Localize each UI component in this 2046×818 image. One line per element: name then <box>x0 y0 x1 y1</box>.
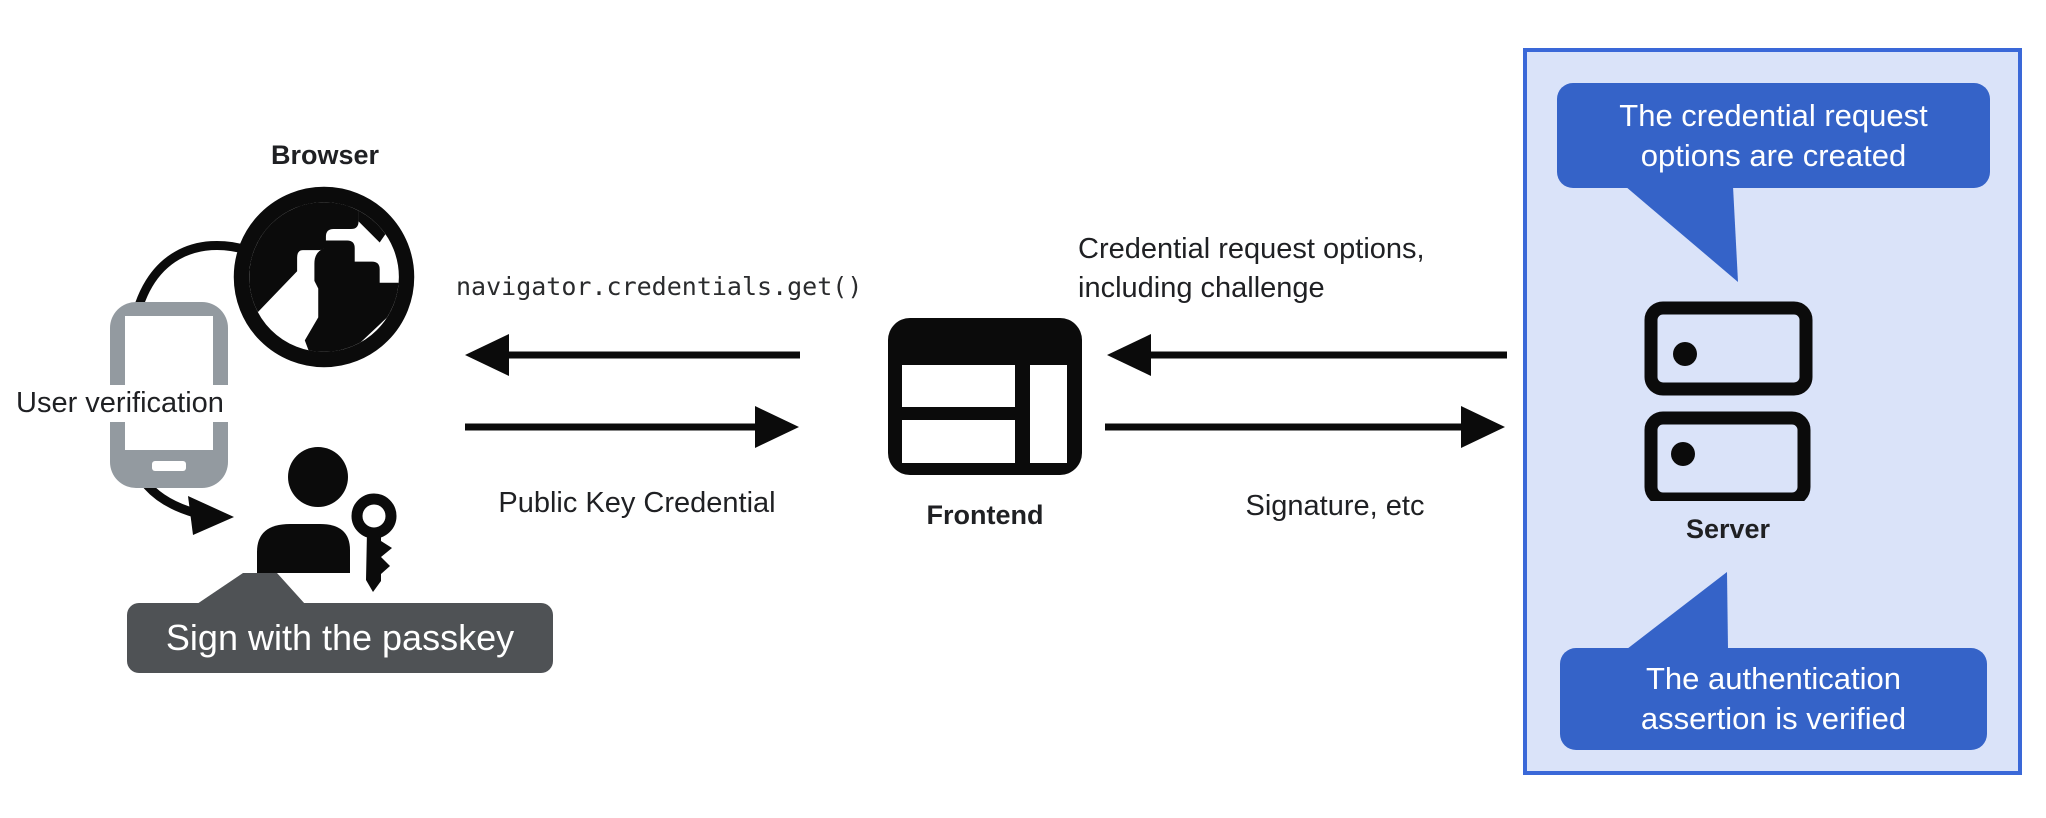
frontend-label: Frontend <box>926 500 1044 530</box>
user-verification-label: User verification <box>12 385 228 422</box>
globe-icon <box>233 186 415 368</box>
credential-options-created-line1: The credential request <box>1619 97 1928 133</box>
sign-with-passkey-callout: Sign with the passkey <box>127 603 553 673</box>
assertion-verified-line2: assertion is verified <box>1640 701 1907 736</box>
assertion-verified-line1: The authentication <box>1645 661 1902 696</box>
server-label: Server <box>1685 514 1771 544</box>
arrow-signature <box>1105 406 1505 448</box>
key-icon <box>351 493 397 592</box>
bottom-bubble-tail <box>1627 572 1728 649</box>
user-icon <box>257 447 397 592</box>
server-rack-icon <box>1644 301 1813 501</box>
credential-request-options-line1: Credential request options, <box>1078 233 1425 265</box>
credential-request-options-label: Credential request options, including ch… <box>1078 230 1425 308</box>
arrow-get-call <box>465 334 800 376</box>
top-bubble-tail <box>1625 186 1738 282</box>
credential-request-options-line2: including challenge <box>1078 272 1325 304</box>
signature-etc-label: Signature, etc <box>1245 490 1425 522</box>
sign-with-passkey-text: Sign with the passkey <box>165 617 515 658</box>
browser-label: Browser <box>270 140 380 170</box>
arrow-credential-options <box>1107 334 1507 376</box>
credential-options-created-callout: The credential request options are creat… <box>1557 83 1990 188</box>
assertion-verified-callout: The authentication assertion is verified <box>1560 648 1987 750</box>
arrow-public-key <box>465 406 799 448</box>
browser-window-icon <box>888 318 1082 475</box>
credential-options-created-line2: options are created <box>1640 137 1907 173</box>
navigator-get-call-text: navigator.credentials.get() <box>456 272 863 301</box>
public-key-credential-label: Public Key Credential <box>498 487 776 519</box>
sign-bubble-tail <box>197 573 305 604</box>
